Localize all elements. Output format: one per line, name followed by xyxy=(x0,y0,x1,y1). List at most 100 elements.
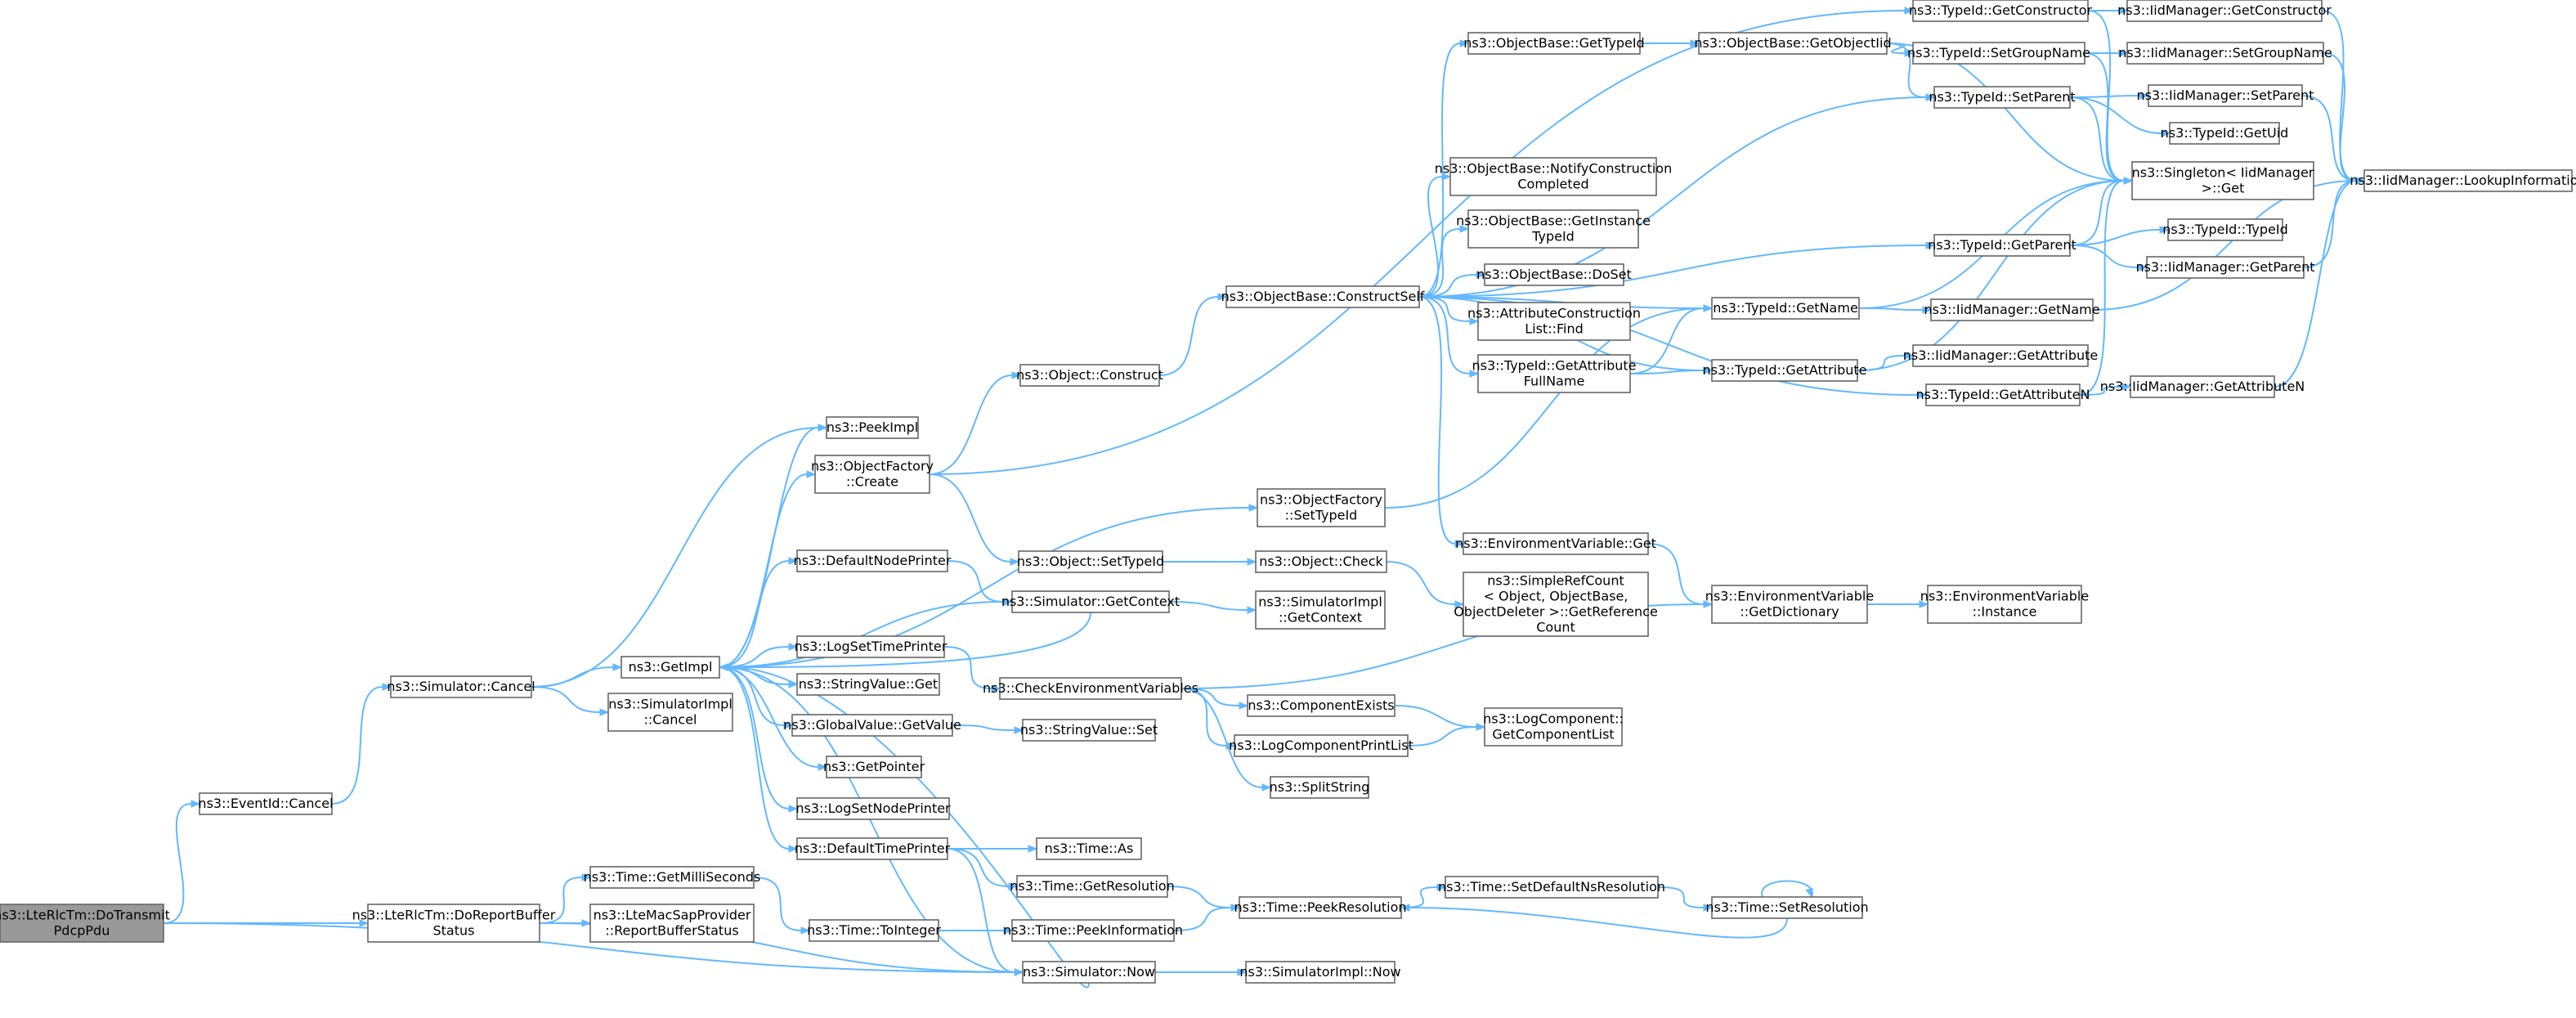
node-iid-getctor[interactable]: ns3::IidManager::GetConstructor xyxy=(2117,0,2332,22)
node-env-get[interactable]: ns3::EnvironmentVariable::Get xyxy=(1455,532,1656,555)
node-ob-constructself[interactable]: ns3::ObjectBase::ConstructSelf xyxy=(1221,285,1425,308)
node-simimpl-getcontext[interactable]: ns3::SimulatorImpl::GetContext xyxy=(1255,590,1386,630)
edge-line xyxy=(1173,907,1232,931)
node-of-create[interactable]: ns3::ObjectFactory::Create xyxy=(811,455,934,494)
node-toint[interactable]: ns3::Time::ToInteger xyxy=(807,919,941,942)
node-logsettime[interactable]: ns3::LogSetTimePrinter xyxy=(795,635,948,658)
node-box xyxy=(826,416,919,439)
node-iid-getname[interactable]: ns3::IidManager::GetName xyxy=(1924,298,2100,321)
node-time-as[interactable]: ns3::Time::As xyxy=(1036,837,1142,860)
node-tid-typeid[interactable]: ns3::TypeId::TypeId xyxy=(2162,218,2288,241)
node-compexists[interactable]: ns3::ComponentExists xyxy=(1247,694,1396,717)
edge-line xyxy=(952,724,1015,731)
node-obj-check[interactable]: ns3::Object::Check xyxy=(1255,550,1387,573)
node-env-getdict[interactable]: ns3::EnvironmentVariable::GetDictionary xyxy=(1705,585,1874,624)
node-time-setres[interactable]: ns3::Time::SetResolution xyxy=(1705,896,1869,919)
node-box xyxy=(791,714,953,737)
node-obj-construct[interactable]: ns3::Object::Construct xyxy=(1016,364,1163,387)
node-iid-getattrn[interactable]: ns3::IidManager::GetAttributeN xyxy=(2100,375,2305,398)
node-singleton[interactable]: ns3::Singleton< IidManager>::Get xyxy=(2131,161,2314,200)
node-strval-set[interactable]: ns3::StringValue::Set xyxy=(1020,719,1158,742)
node-checkenv[interactable]: ns3::CheckEnvironmentVariables xyxy=(983,677,1198,700)
node-logcompprint[interactable]: ns3::LogComponentPrintList xyxy=(1229,734,1413,757)
node-sim-getcontext[interactable]: ns3::Simulator::GetContext xyxy=(1001,590,1180,613)
edge-arrowhead xyxy=(1904,352,1915,360)
node-gv-getvalue[interactable]: ns3::GlobalValue::GetValue xyxy=(783,714,961,737)
node-box xyxy=(367,904,540,943)
node-label: ns3::Object::SetTypeId xyxy=(1017,554,1164,569)
edge-arrowhead xyxy=(788,805,799,813)
node-tid-setparent[interactable]: ns3::TypeId::SetParent xyxy=(1929,86,2076,109)
edge-logcompprint-to-logcomp_getlist xyxy=(1407,723,1486,747)
edge-arrowhead xyxy=(1922,306,1933,314)
node-iid-getparent[interactable]: ns3::IidManager::GetParent xyxy=(2135,256,2315,279)
node-tid-getuid[interactable]: ns3::TypeId::GetUid xyxy=(2161,122,2289,145)
node-time-setdefns[interactable]: ns3::Time::SetDefaultNsResolution xyxy=(1438,876,1665,899)
node-eventid-cancel[interactable]: ns3::EventId::Cancel xyxy=(198,792,334,815)
node-ob-getobjectiid[interactable]: ns3::ObjectBase::GetObjectIid xyxy=(1694,32,1892,55)
node-simplerefcount[interactable]: ns3::SimpleRefCount< Object, ObjectBase,… xyxy=(1454,572,1658,637)
edge-ob_constructself-to-tid_getparent xyxy=(1418,241,1936,298)
node-ob-notify[interactable]: ns3::ObjectBase::NotifyConstructionCompl… xyxy=(1435,157,1672,196)
node-peekimpl[interactable]: ns3::PeekImpl xyxy=(826,416,919,439)
node-box xyxy=(1016,875,1168,898)
node-defnodeprinter[interactable]: ns3::DefaultNodePrinter xyxy=(794,549,952,572)
node-iid-lookup[interactable]: ns3::IidManager::LookupInformation xyxy=(2350,169,2576,192)
node-time-peekinfo[interactable]: ns3::Time::PeekInformation xyxy=(1003,919,1183,942)
node-label: ns3::ObjectFactory xyxy=(1260,492,1382,508)
node-tid-getctor[interactable]: ns3::TypeId::GetConstructor xyxy=(1909,0,2093,22)
node-ob-gettypeid[interactable]: ns3::ObjectBase::GetTypeId xyxy=(1463,32,1645,55)
node-logcomp-getlist[interactable]: ns3::LogComponent::GetComponentList xyxy=(1483,707,1624,747)
node-strval-get[interactable]: ns3::StringValue::Get xyxy=(796,673,940,696)
node-box xyxy=(1011,590,1170,613)
node-getimpl[interactable]: ns3::GetImpl xyxy=(620,656,720,679)
edge-line xyxy=(539,877,583,924)
node-tid-setgroup[interactable]: ns3::TypeId::SetGroupName xyxy=(1907,42,2090,65)
node-tid-getname[interactable]: ns3::TypeId::GetName xyxy=(1711,297,1860,320)
node-simimpl-cancel[interactable]: ns3::SimulatorImpl::Cancel xyxy=(607,693,733,732)
node-tid-getparent[interactable]: ns3::TypeId::GetParent xyxy=(1928,234,2076,257)
edge-arrowhead xyxy=(1476,271,1486,279)
node-ltemac-rbs[interactable]: ns3::LteMacSapProvider::ReportBufferStat… xyxy=(589,904,755,943)
edge-tid_getattr-to-iid_getattr xyxy=(1857,352,1915,371)
node-obj-settypeid[interactable]: ns3::Object::SetTypeId xyxy=(1017,550,1164,573)
node-iid-setgroup[interactable]: ns3::IidManager::SetGroupName xyxy=(2118,42,2332,65)
node-ob-doset[interactable]: ns3::ObjectBase::DoSet xyxy=(1476,263,1632,286)
node-label: ns3::TypeId::GetConstructor xyxy=(1909,2,2093,18)
node-iid-getattr[interactable]: ns3::IidManager::GetAttribute xyxy=(1903,344,2099,367)
node-box xyxy=(796,549,948,572)
node-label: ns3::Time::SetResolution xyxy=(1705,899,1868,915)
node-label: ns3::TypeId::GetAttribute xyxy=(1702,362,1866,378)
edge-arrowhead xyxy=(1454,600,1465,608)
node-tid-getattrn[interactable]: ns3::TypeId::GetAttributeN xyxy=(1916,383,2090,406)
node-iid-setparent[interactable]: ns3::IidManager::SetParent xyxy=(2137,84,2314,107)
node-tid-getattr[interactable]: ns3::TypeId::GetAttribute xyxy=(1702,359,1867,382)
edge-arrowhead xyxy=(783,721,794,729)
node-deftimeprinter[interactable]: ns3::DefaultTimePrinter xyxy=(795,837,951,860)
node-label: ::Cancel xyxy=(644,712,697,728)
node-env-instance[interactable]: ns3::EnvironmentVariable::Instance xyxy=(1920,585,2089,624)
node-sim-now[interactable]: ns3::Simulator::Now xyxy=(1022,961,1156,984)
node-getmillis[interactable]: ns3::Time::GetMilliSeconds xyxy=(584,866,761,889)
node-of-settypeid[interactable]: ns3::ObjectFactory::SetTypeId xyxy=(1257,488,1386,527)
node-simimpl-now[interactable]: ns3::SimulatorImpl::Now xyxy=(1239,961,1401,984)
edge-line xyxy=(753,877,802,931)
node-label: ns3::ObjectFactory xyxy=(811,459,934,474)
node-splitstring[interactable]: ns3::SplitString xyxy=(1270,776,1370,799)
node-getpointer[interactable]: ns3::GetPointer xyxy=(823,756,925,778)
node-sim-cancel[interactable]: ns3::Simulator::Cancel xyxy=(387,675,535,698)
node-logsetnode[interactable]: ns3::LogSetNodePrinter xyxy=(795,797,951,820)
edge-obj_construct-to-ob_constructself xyxy=(1158,293,1228,376)
edge-arrowhead xyxy=(1008,882,1019,890)
edge-line xyxy=(1629,370,1705,374)
node-time-peekres[interactable]: ns3::Time::PeekResolution xyxy=(1234,896,1407,919)
edge-arrowhead xyxy=(1703,304,1714,312)
node-label: ns3::Time::PeekResolution xyxy=(1234,899,1406,915)
node-box xyxy=(1449,157,1657,196)
node-time-getres[interactable]: ns3::Time::GetResolution xyxy=(1010,875,1175,898)
